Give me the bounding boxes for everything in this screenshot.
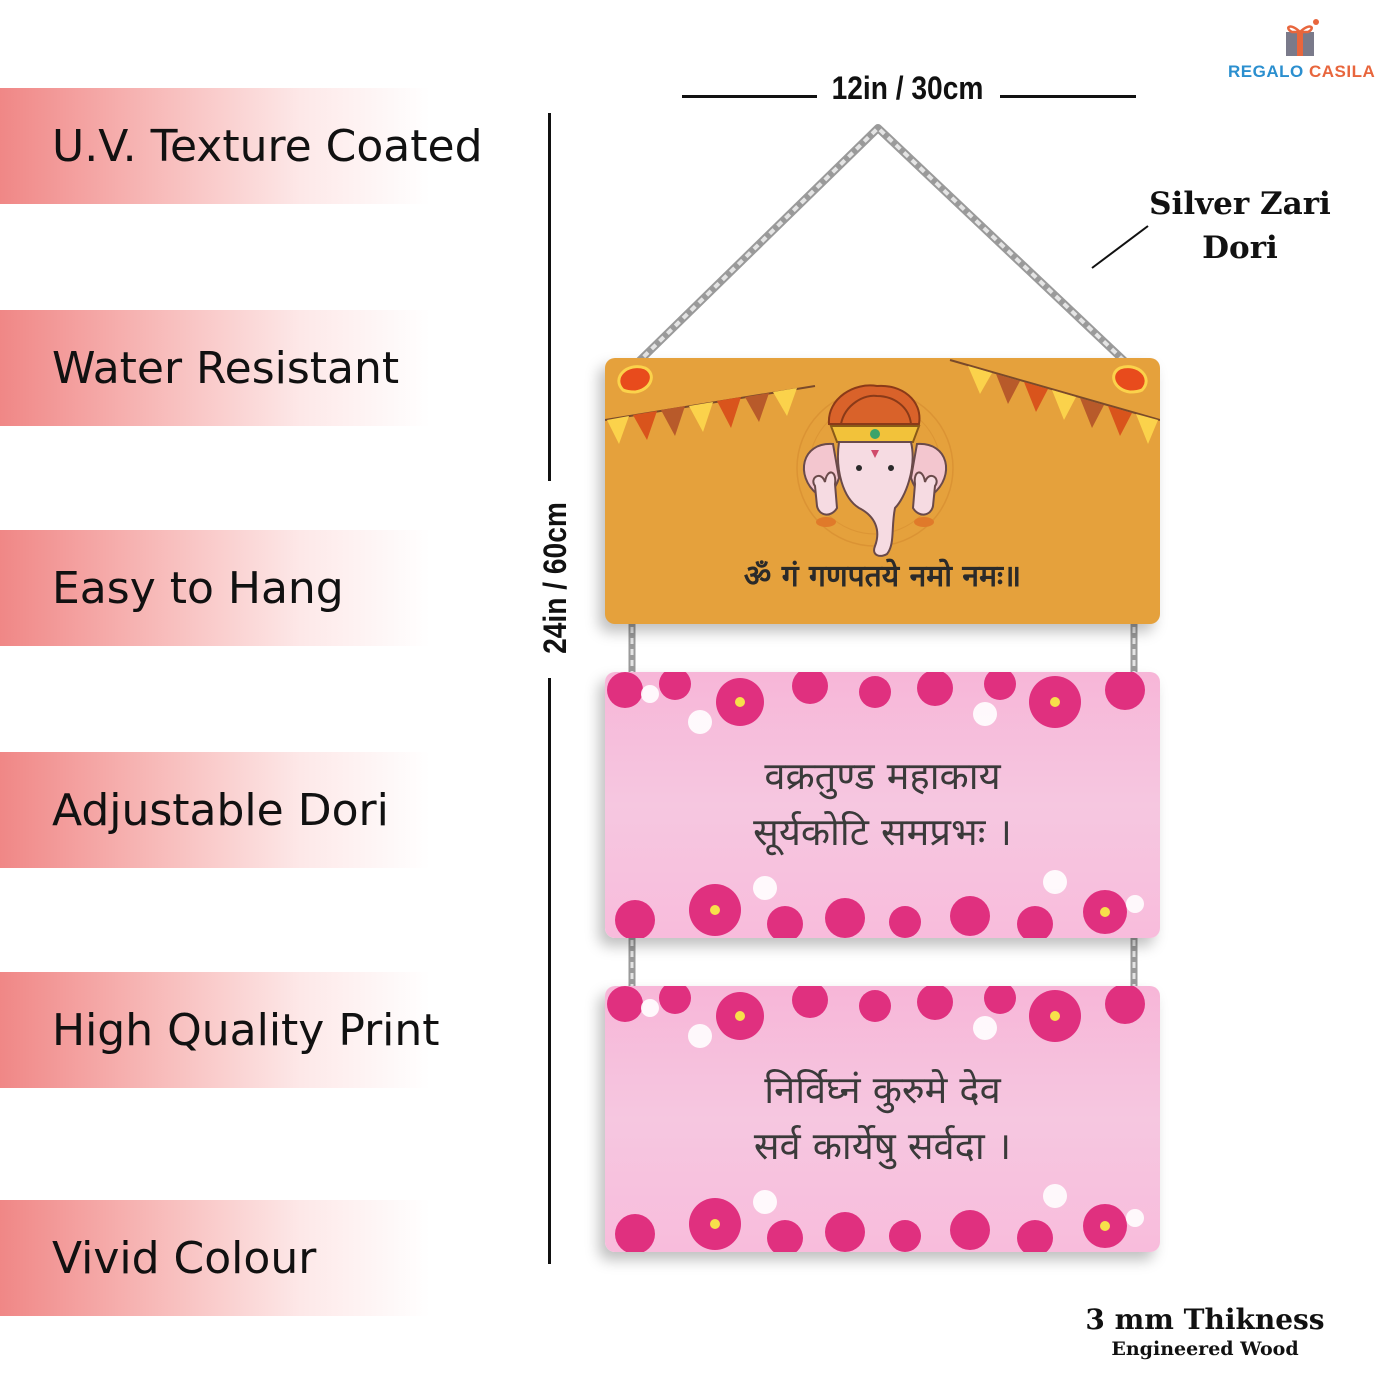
flower-border-icon	[607, 672, 1145, 938]
plaque-ganesha: ॐ गं गणपतये नमो नमः॥	[605, 358, 1160, 624]
feature-band-1: U.V. Texture Coated	[0, 88, 483, 204]
dori-callout: Silver Zari Dori	[1130, 182, 1350, 270]
thickness-line2: Engineered Wood	[1111, 1338, 1299, 1360]
plaque-vakratunda: वक्रतुण्ड महाकाय सूर्यकोटि समप्रभः ।	[605, 672, 1160, 938]
feature-label: Water Resistant	[52, 342, 400, 394]
width-dimension-label: 12in / 30cm	[831, 70, 984, 106]
feature-band-5: High Quality Print	[0, 972, 440, 1088]
feature-band-6: Vivid Colour	[0, 1200, 430, 1316]
brand-name-part1: REGALO	[1228, 62, 1304, 81]
feature-band-4: Adjustable Dori	[0, 752, 430, 868]
feature-band-2: Water Resistant	[0, 310, 430, 426]
flower-border-icon	[607, 986, 1145, 1252]
width-dimension-line-left	[682, 95, 817, 98]
height-dimension-line-bottom	[548, 678, 551, 1264]
feature-label: Vivid Colour	[52, 1232, 317, 1284]
verse-line1: निर्विघ्नं कुरुमे देव	[764, 1068, 1001, 1112]
plaque-verse: निर्विघ्नं कुरुमे देव सर्व कार्येषु सर्व…	[605, 1062, 1160, 1174]
thickness-line1: 3 mm Thikness	[1085, 1303, 1325, 1336]
feature-label: High Quality Print	[52, 1004, 440, 1056]
verse-line1: वक्रतुण्ड महाकाय	[764, 754, 1001, 798]
verse-line2: सूर्यकोटि समप्रभः ।	[753, 810, 1012, 854]
feature-label: U.V. Texture Coated	[52, 120, 483, 172]
feature-band-3: Easy to Hang	[0, 530, 430, 646]
gift-logo-icon	[1286, 19, 1319, 56]
verse-line2: सर्व कार्येषु सर्वदा ।	[753, 1124, 1012, 1168]
feature-label: Easy to Hang	[52, 562, 344, 614]
ganesha-artwork-icon	[605, 359, 1160, 557]
plaque-nirvighnam: निर्विघ्नं कुरुमे देव सर्व कार्येषु सर्व…	[605, 986, 1160, 1252]
brand-name-part2: CASILA	[1308, 62, 1376, 81]
ganesha-mantra: ॐ गं गणपतये नमो नमः॥	[743, 559, 1022, 594]
thickness-note: 3 mm Thikness Engineered Wood	[1040, 1303, 1370, 1360]
height-dimension-line-top	[548, 113, 551, 481]
dori-callout-line2: Dori	[1202, 230, 1278, 266]
plaque-verse: वक्रतुण्ड महाकाय सूर्यकोटि समप्रभः ।	[605, 748, 1160, 860]
brand-name: REGALO CASILA	[1228, 62, 1375, 82]
dori-callout-line1: Silver Zari	[1149, 186, 1331, 222]
feature-label: Adjustable Dori	[52, 784, 389, 836]
width-dimension-line-right	[1000, 95, 1136, 98]
